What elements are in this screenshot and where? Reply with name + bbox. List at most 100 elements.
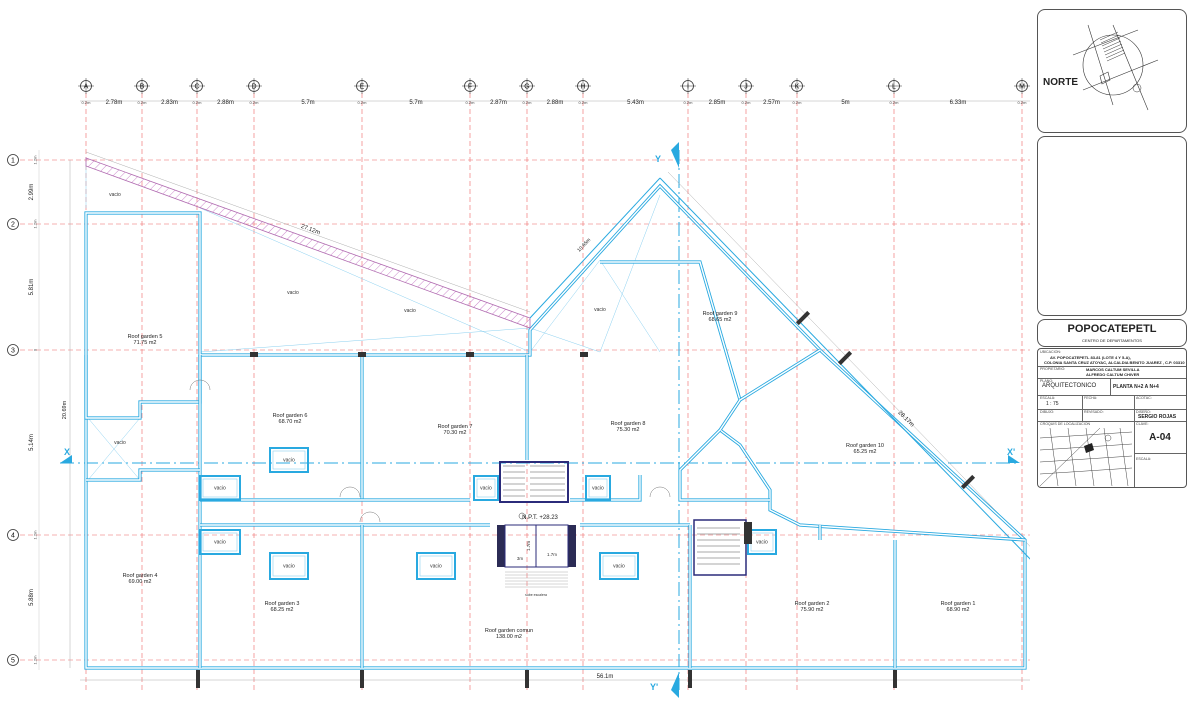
grid-column-spacing: 2.88m [217,100,234,106]
door-swing [359,511,381,523]
void-box-inner [272,555,306,577]
grid-column-label: G [524,84,529,91]
void-cross [87,417,141,481]
structural-column [196,670,200,688]
wall-garden5-inner [85,355,201,419]
room-name: Roof garden 10 [846,443,884,449]
structural-column [960,474,976,490]
grid-row-label: 5 [11,658,15,665]
grid-column-thickness: 0.2m [684,100,694,105]
grid-column-label: K [795,84,800,91]
axis-y-label-bottom: Y' [650,682,658,692]
plan-name: PLANTA N+2 A N+4 [1113,384,1159,390]
structural-column [466,352,474,357]
structural-column [580,352,588,357]
room-name: Roof garden 9 [703,311,738,317]
structural-column [688,670,692,688]
door-swing [649,486,671,498]
plan-details [189,379,740,588]
elevator-dim-a: 3m [517,556,524,561]
room-name: Roof garden comun [485,628,533,634]
grid-column-label: A [84,84,89,91]
grid-column-thickness: 0.2m [250,100,260,105]
void-box-inner [202,532,238,552]
sheet-label: CLAVE: [1136,422,1149,426]
void-label: vacio [114,440,126,446]
axis-y-arrow-bottom [671,672,679,698]
grid-column-label: B [140,84,145,91]
void-box-inner [588,478,608,498]
address-label: UBICACION: [1040,350,1061,354]
door-swing [189,379,211,391]
void-label: vacio [109,192,121,198]
room-name: Roof garden 2 [795,601,830,607]
project-title: POPOCATEPETL [1067,323,1157,335]
grid-row-thickness: 1.2m [33,530,38,540]
grid-column-label: M [1019,84,1025,91]
north-arrow-icon [1072,24,1159,111]
void-box-label: vacio [214,486,226,492]
outer-wall [84,183,1027,670]
structural-column [795,310,811,326]
structural-column [893,670,897,688]
grid-column-label: H [580,84,585,91]
title-panel: POPOCATEPETL CENTRO DE DEPARTAMENTOS [1037,319,1187,347]
structural-column [250,352,258,357]
short-diagonal-dimension: 10.65m [576,237,592,253]
void-box-label: vacio [756,540,768,546]
owner-line-1: MARCOS CALTUM SEVILLA [1086,367,1140,372]
grid-row-spacing: 5.81m [29,279,35,296]
void-markings [85,163,1026,668]
grid-column-thickness: 0.2m [82,100,92,105]
grid-column-label: J [744,84,748,91]
room-name: Roof garden 6 [273,413,308,419]
outer-diagonal-right [659,177,1030,560]
location-label: CROQUIS DE LOCALIZACION [1040,422,1091,426]
grid-row-spacing: 5.88m [29,589,35,606]
room-area: 75.90 m2 [801,607,824,613]
void-box [199,475,241,501]
void-cross [199,327,531,353]
level-label: N.P.T. +28.23 [522,515,558,521]
grid-column-thickness: 0.2m [793,100,803,105]
grid-row-thickness: 1.2m [33,655,38,665]
wall-garden9-10-inner [600,261,1026,541]
room-area: 65.25 m2 [854,449,877,455]
total-height-dimension: 20.69m [62,400,68,419]
date-label: FECHA: [1084,396,1098,400]
diagonal-right-dimension: 28.17m [897,410,915,428]
diagonal-top-dimension: 27.12m [300,224,321,236]
address-line-2: COLONIA SANTA CRUZ ATOYAC, ALCALDIA BENI… [1044,360,1185,365]
diagonal-dim-line [85,151,531,313]
grid-column-spacing: 5.43m [627,100,644,106]
wall-garden4-top [86,468,200,482]
axis-y-arrow-top [671,142,679,168]
axis-x-label-right: X' [1007,447,1015,457]
grid-row-label: 2 [11,222,15,229]
void-box-label: vacio [283,458,295,464]
void-box-inner [272,450,306,470]
void-box [599,552,639,580]
hatched-parapet [85,157,531,329]
axis-x-arrow-right [1008,455,1020,463]
drawn-label: DIBUJO: [1040,410,1055,414]
stair-secondary [693,519,747,576]
grid-column-spacing: 5.7m [301,100,314,106]
room-name: Roof garden 8 [611,421,646,427]
void-box-inner [202,478,238,498]
plan-labels: A0.2mB0.2mC0.2mD0.2mE0.2mF0.2mG0.2mH0.2m… [11,84,1027,693]
designer-name: SERGIO ROJAS [1138,414,1177,420]
void-box-label: vacio [283,564,295,570]
grid-column-spacing: 2.87m [490,100,507,106]
grid-column-thickness: 0.2m [193,100,203,105]
grid-column-spacing: 6.33m [950,100,967,106]
void-cross [529,327,601,353]
grid-row-bubble [7,654,19,666]
axis-y-label-top: Y [655,154,661,164]
owner-line-2: ALFREDO CALTUM CHIVER [1086,372,1140,377]
owner-label: PROPIETARIO: [1040,367,1066,371]
room-name: Roof garden 7 [438,424,473,430]
void-cross [599,259,661,353]
grid-row-bubble [7,344,19,356]
room-area: 75.30 m2 [617,427,640,433]
